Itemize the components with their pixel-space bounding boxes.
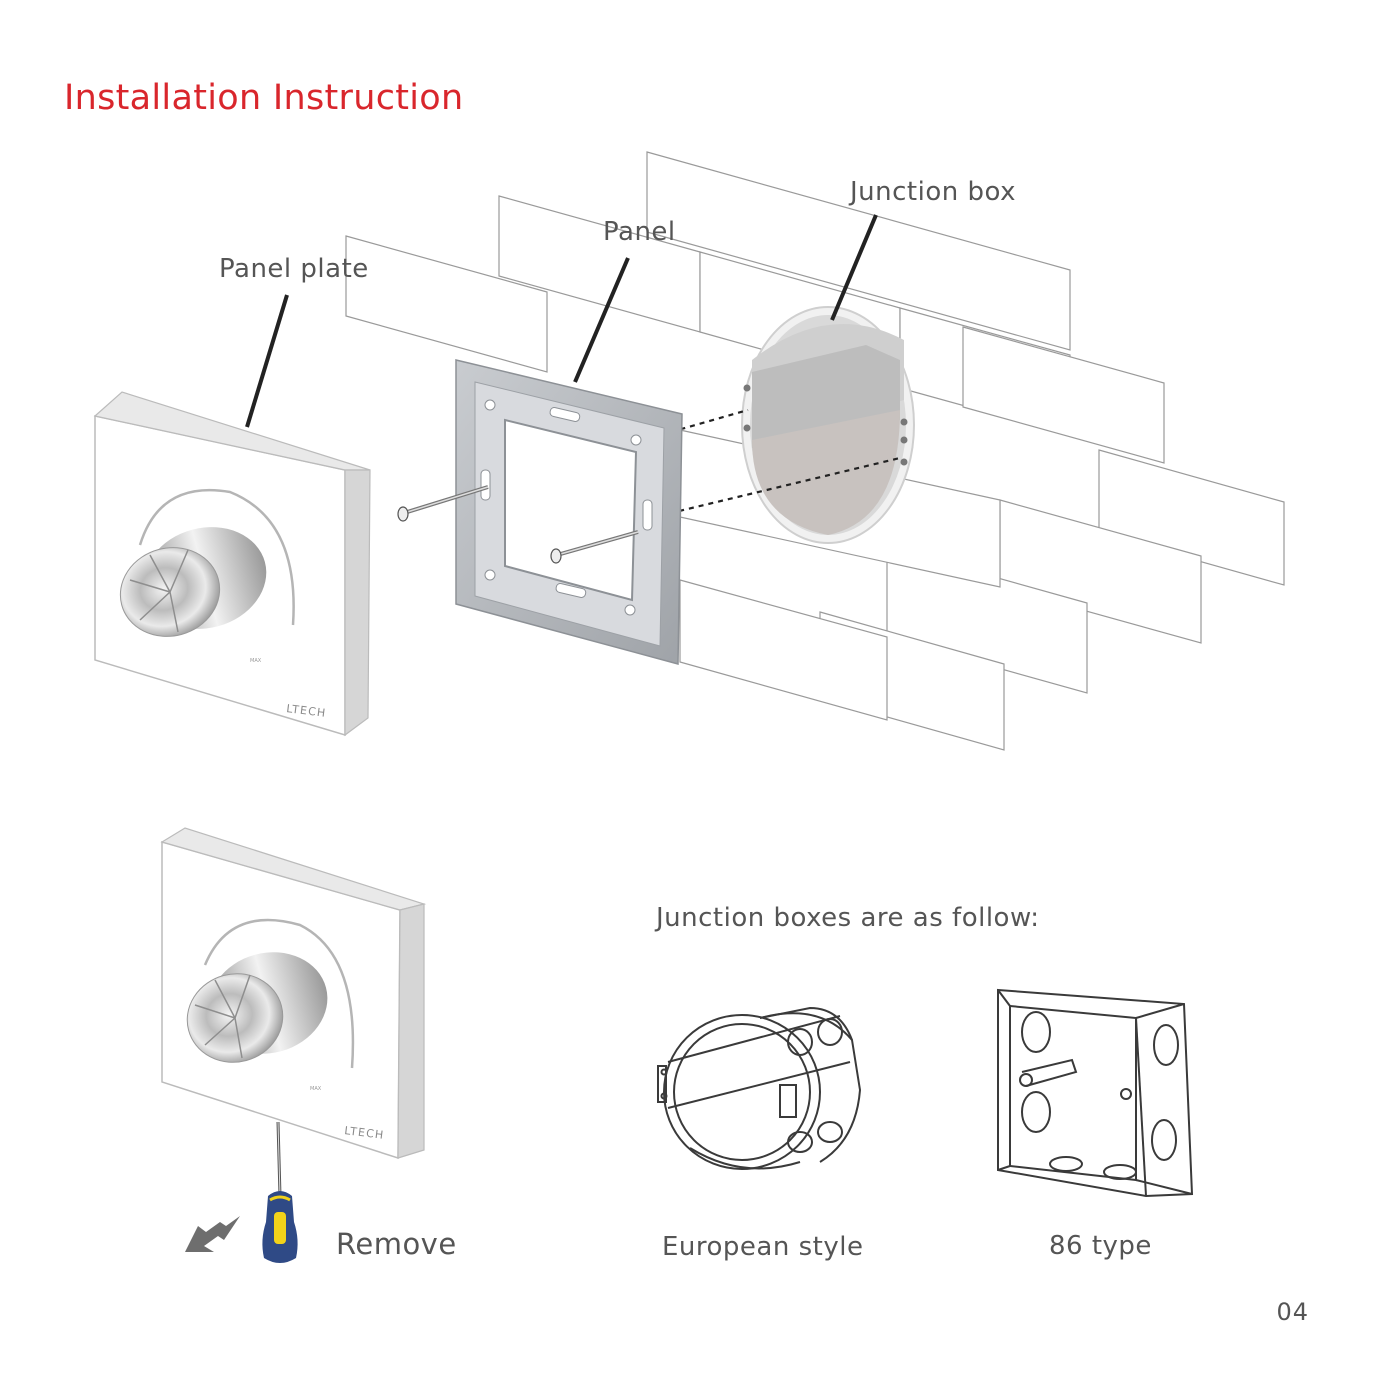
remove-label: Remove <box>336 1227 457 1261</box>
leader-lines <box>245 214 878 428</box>
type-86-junction-box-graphic <box>997 988 1194 1198</box>
panel-plate-label: Panel plate <box>219 254 369 284</box>
junction-boxes-heading: Junction boxes are as follow: <box>656 903 1040 933</box>
brand-logo-top: LTECH <box>286 702 328 720</box>
junction-box-label: Junction box <box>850 177 1016 207</box>
european-style-label: European style <box>662 1232 864 1262</box>
panel-frame-graphic <box>455 359 683 665</box>
brand-logo-bottom: LTECH <box>344 1124 386 1142</box>
panel-plate-bottom: MAX LTECH <box>160 827 427 1160</box>
screwdriver-icon <box>262 1121 298 1263</box>
page-number: 04 <box>1276 1298 1309 1326</box>
knob-max-label-2: MAX <box>310 1086 322 1092</box>
junction-box-graphic <box>741 306 915 544</box>
type-86-label: 86 type <box>1049 1231 1152 1261</box>
knob-max-label: MAX <box>250 658 262 664</box>
page-title: Installation Instruction <box>64 78 464 118</box>
screws <box>397 485 639 564</box>
panel-label: Panel <box>603 217 676 247</box>
arrow-down-left-icon <box>185 1216 240 1252</box>
brick-wall <box>345 151 1285 751</box>
panel-plate-top: MAX LTECH <box>93 391 371 737</box>
alignment-lines <box>487 408 901 520</box>
european-junction-box-graphic <box>657 1006 862 1170</box>
